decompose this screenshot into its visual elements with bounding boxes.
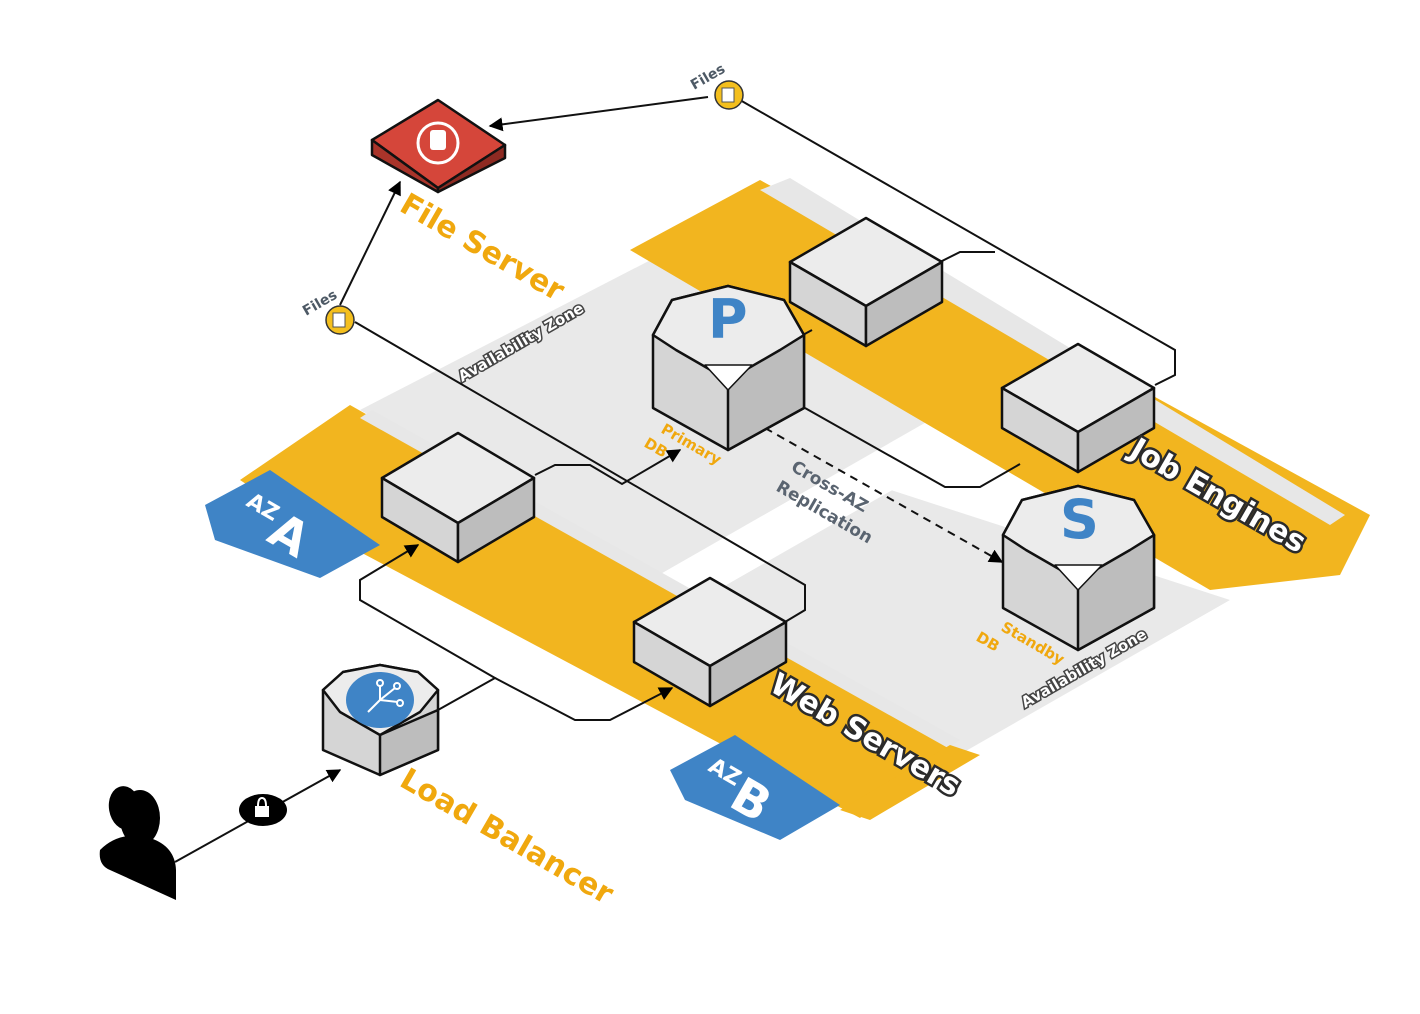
connection-lines (174, 96, 1176, 863)
load-balancer-icon (346, 672, 414, 728)
web-server-b[interactable] (632, 576, 788, 708)
standby-db-node[interactable]: S (1001, 484, 1156, 652)
web-server-a[interactable] (380, 431, 536, 564)
primary-db-letter: P (708, 288, 748, 351)
file-server-label: File Server (394, 187, 570, 309)
job-engine-2[interactable] (1000, 342, 1156, 474)
load-balancer-node[interactable] (321, 663, 440, 777)
lock-icon (239, 794, 287, 826)
file-server-icon (416, 121, 460, 165)
primary-db-node[interactable]: P (651, 284, 806, 452)
standby-db-letter: S (1060, 488, 1099, 551)
replication-arrow (764, 427, 1004, 563)
az-a-badge: AZ A (205, 470, 380, 578)
file-server-node[interactable] (370, 98, 507, 194)
user-icon (99, 786, 176, 900)
files-badge-top: Files (688, 61, 744, 110)
az-b-badge: AZ B (670, 735, 840, 840)
job-engine-1[interactable] (788, 216, 944, 348)
files-icon (721, 87, 735, 103)
load-balancer-label: Load Balancer (394, 762, 619, 912)
files-icon (332, 312, 346, 328)
